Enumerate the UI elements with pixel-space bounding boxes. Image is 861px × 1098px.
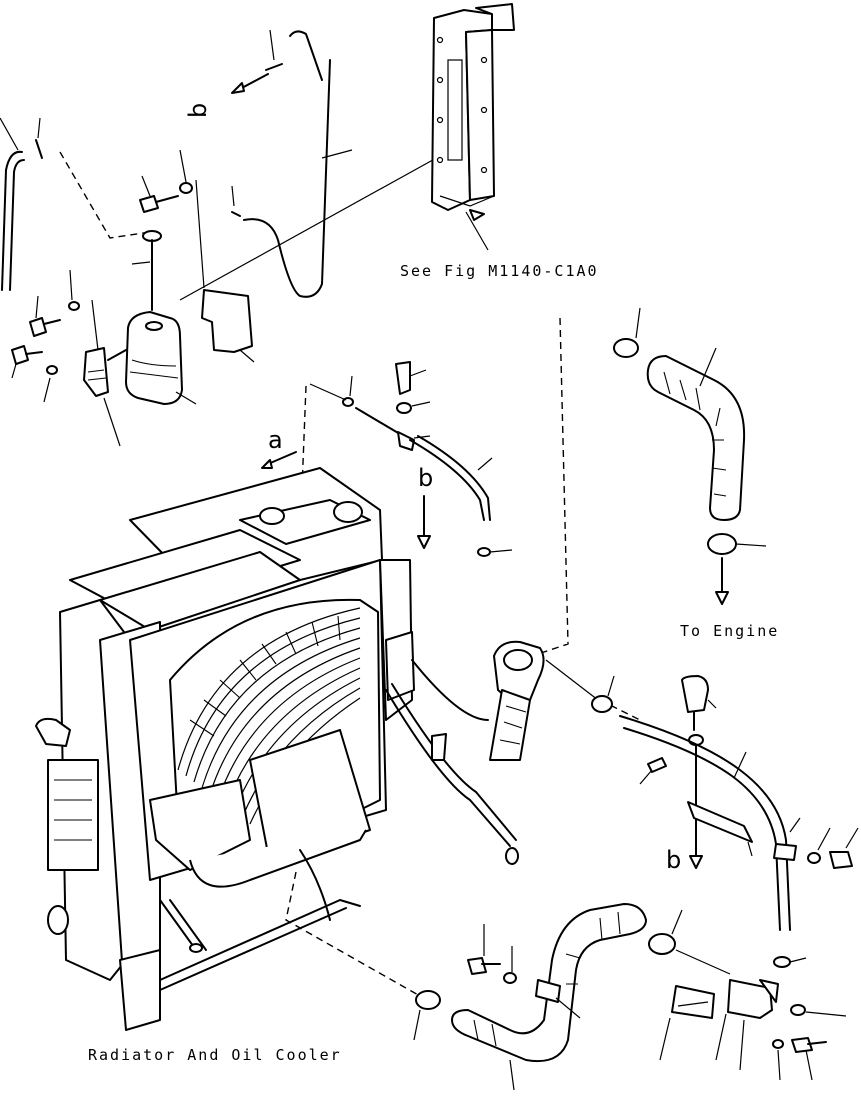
support-bracket xyxy=(431,3,515,251)
lower-water-hose xyxy=(285,871,847,1091)
valve-body xyxy=(727,979,773,1019)
marker-b-rotated: b xyxy=(184,103,212,118)
lower-right-pipe xyxy=(599,675,859,931)
hose-clamp-upper xyxy=(613,338,639,358)
upper-water-hose xyxy=(519,307,767,661)
marker-b-right: b xyxy=(666,846,681,874)
tank-bracket xyxy=(201,289,253,353)
outlet-pipe xyxy=(411,640,615,761)
radiator-assembly xyxy=(35,467,519,1031)
marker-b-top: b xyxy=(418,464,433,492)
hose-clamp-lower xyxy=(707,533,737,555)
bolt-upper xyxy=(139,149,193,213)
fan-shroud-rings xyxy=(177,607,361,825)
reserve-tank xyxy=(125,311,183,405)
see-fig-label: See Fig M1140-C1A0 xyxy=(400,262,599,280)
assembly-label: Radiator And Oil Cooler xyxy=(88,1046,342,1064)
bolts-left xyxy=(11,269,80,403)
reserve-tank-group xyxy=(0,29,441,447)
marker-a: a xyxy=(268,426,283,454)
to-engine-label: To Engine xyxy=(680,622,779,640)
upper-hose-clamp xyxy=(261,361,513,557)
